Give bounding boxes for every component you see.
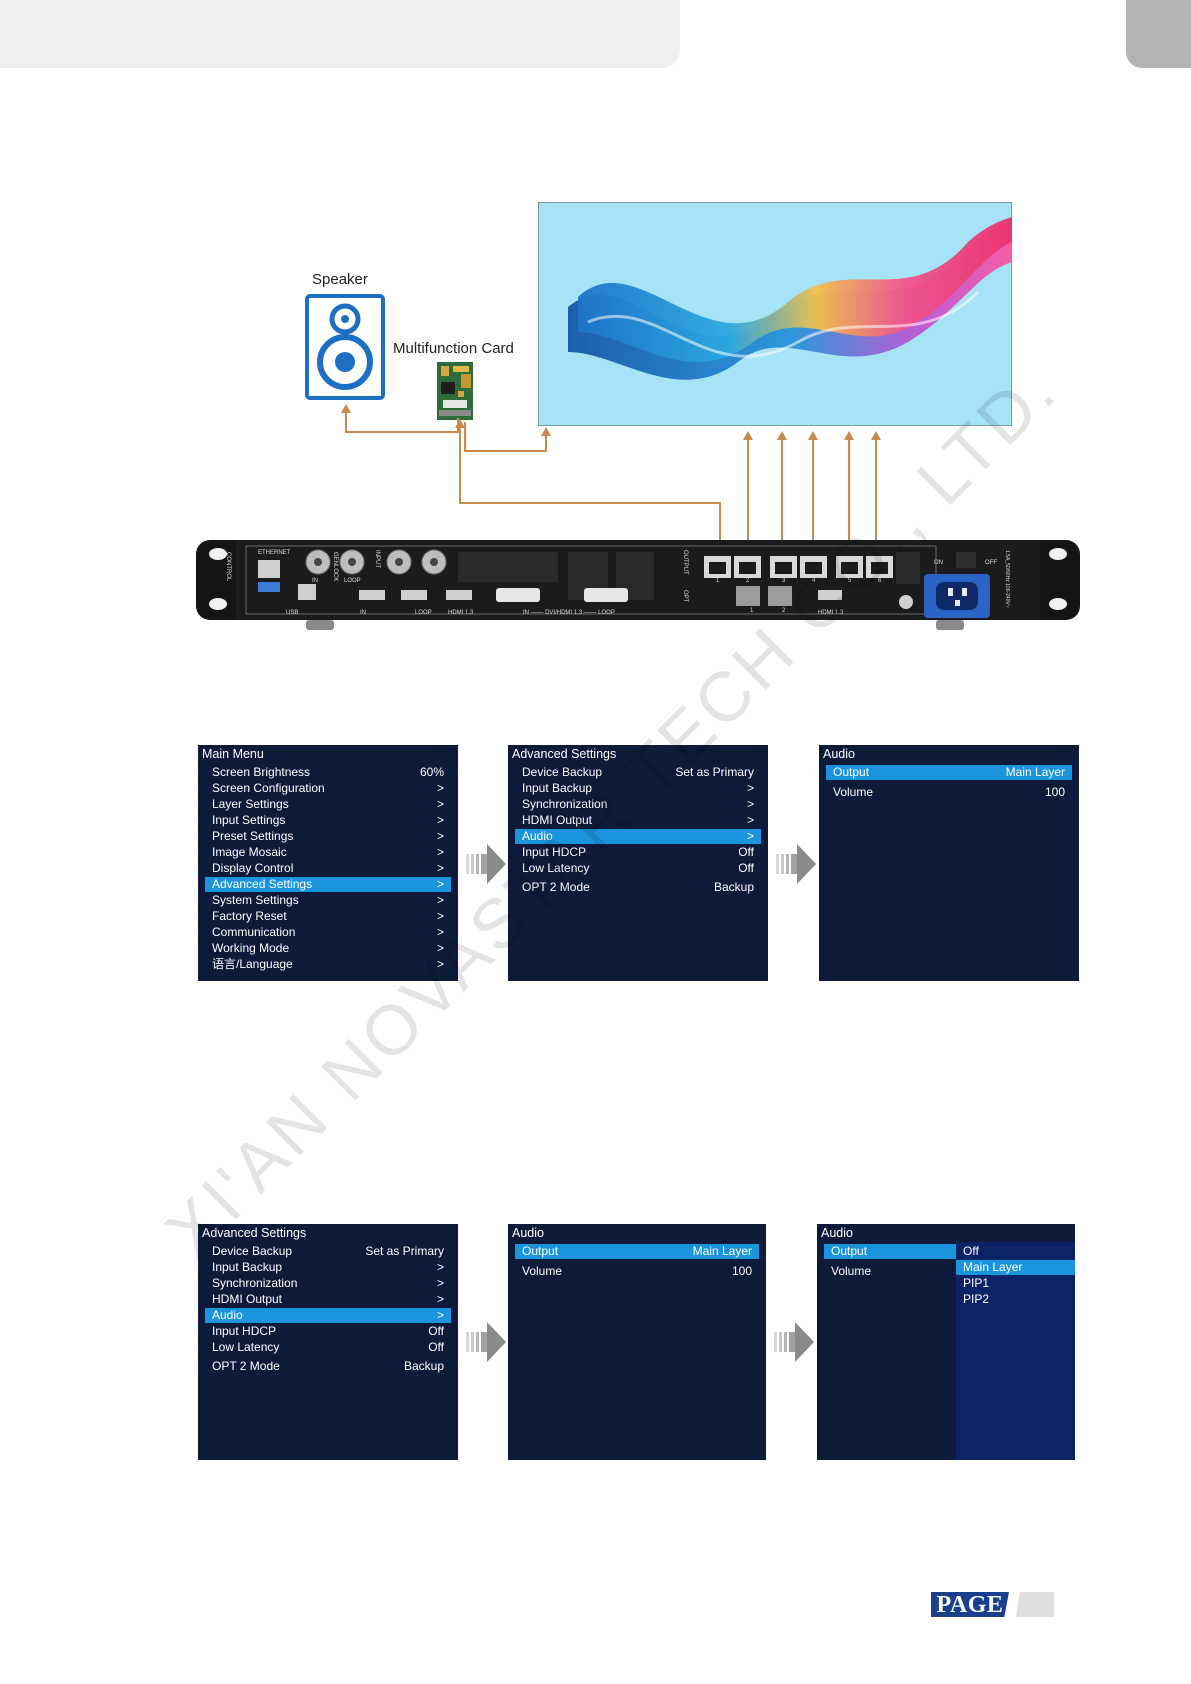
dvi-label: IN ─── DVI/HDMI 1.3 ─── LOOP xyxy=(523,610,615,616)
menu-item-volume[interactable]: Volume xyxy=(824,1264,956,1279)
genlock-label: GENLOCK xyxy=(332,552,338,581)
menu-item-preset-settings[interactable]: Preset Settings> xyxy=(205,829,451,844)
ethernet-label: ETHERNET xyxy=(258,550,290,556)
option-pip1[interactable]: PIP1 xyxy=(956,1276,1075,1291)
menu-item-audio[interactable]: Audio> xyxy=(205,1308,451,1323)
menu-item-image-mosaic[interactable]: Image Mosaic> xyxy=(205,845,451,860)
page-badge: PAGE xyxy=(931,1592,1009,1617)
hdmi-loop-label: LOOP xyxy=(415,610,432,616)
menu-item-layer-settings[interactable]: Layer Settings> xyxy=(205,797,451,812)
audio-title: Audio xyxy=(821,1226,853,1240)
hdmi-in-label: IN xyxy=(360,610,366,616)
audio-panel-3: Audio Output Volume Off Main Layer PIP1 … xyxy=(817,1224,1075,1460)
output-options-list: Off Main Layer PIP1 PIP2 xyxy=(956,1242,1075,1460)
usb-label: USB xyxy=(286,610,298,616)
menu-item-display-control[interactable]: Display Control> xyxy=(205,861,451,876)
main-menu-title: Main Menu xyxy=(202,747,264,761)
menu-item-system-settings[interactable]: System Settings> xyxy=(205,893,451,908)
opt-label: OPT xyxy=(682,590,688,602)
menu-item-output[interactable]: Output xyxy=(824,1244,956,1259)
menu-item-synchronization[interactable]: Synchronization> xyxy=(205,1276,451,1291)
genlock-in-label: IN xyxy=(312,578,318,584)
menu-item-advanced-settings[interactable]: Advanced Settings> xyxy=(205,877,451,892)
port-number-2: 2 xyxy=(746,578,749,584)
menu-item-screen-configuration[interactable]: Screen Configuration> xyxy=(205,781,451,796)
menu-item-input-backup[interactable]: Input Backup> xyxy=(205,1260,451,1275)
menu-item-input-settings[interactable]: Input Settings> xyxy=(205,813,451,828)
power-rating-label: 1.5A_50/60Hz 100-240V~ xyxy=(1004,550,1010,608)
power-off-label: OFF xyxy=(985,560,997,566)
menu-item-hdmi-output[interactable]: HDMI Output> xyxy=(205,1292,451,1307)
audio-title: Audio xyxy=(512,1226,544,1240)
output-label: OUTPUT xyxy=(682,550,688,575)
next-arrow-icon xyxy=(466,1320,508,1364)
menu-item-factory-reset[interactable]: Factory Reset> xyxy=(205,909,451,924)
processor-rear-panel xyxy=(196,538,1080,633)
port-number-1: 1 xyxy=(716,578,719,584)
power-on-label: ON xyxy=(934,560,943,566)
input-label: INPUT xyxy=(374,550,380,568)
menu-item-communication[interactable]: Communication> xyxy=(205,925,451,940)
next-arrow-icon xyxy=(776,842,818,886)
option-pip2[interactable]: PIP2 xyxy=(956,1292,1075,1307)
next-arrow-icon xyxy=(774,1320,816,1364)
control-label: CONTROL xyxy=(225,552,231,581)
option-off[interactable]: Off xyxy=(956,1244,1075,1259)
page-number-box xyxy=(1016,1592,1054,1617)
hdmi13-label: HDMI 1.3 xyxy=(448,610,473,616)
audio-title: Audio xyxy=(823,747,855,761)
option-main-layer[interactable]: Main Layer xyxy=(956,1260,1075,1275)
genlock-loop-label: LOOP xyxy=(344,578,361,584)
advanced-settings-title: Advanced Settings xyxy=(512,747,616,761)
